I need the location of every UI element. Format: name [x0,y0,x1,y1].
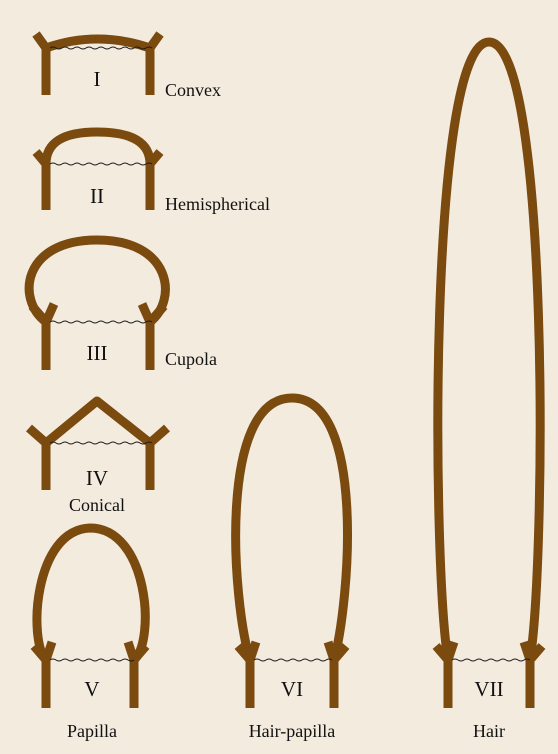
shape-conical: IV Conical [29,401,167,515]
shape-hair-papilla: VI Hair-papilla [236,398,348,741]
papilla-baseline [50,659,134,661]
cupola-numeral: III [87,341,108,365]
hair-numeral: VII [474,677,503,701]
conical-baseline [50,442,152,444]
shape-hair: VII Hair [436,42,542,741]
hemispherical-numeral: II [90,184,104,208]
convex-left-tick [36,34,46,48]
shape-hemispherical: II Hemispherical [36,132,270,214]
cupola-left-arrow [32,304,54,322]
cupola-baseline [50,321,152,323]
cupola-right-arrow [142,304,164,322]
conical-right-tick [150,428,167,443]
hair-papilla-numeral: VI [281,677,303,701]
hemispherical-name: Hemispherical [165,194,270,214]
conical-left-tick [29,428,46,443]
hair-name: Hair [473,721,505,741]
conical-name: Conical [69,495,125,515]
convex-name: Convex [165,80,221,100]
cupola-name: Cupola [165,349,217,369]
hair-baseline [452,659,530,661]
hair-papilla-baseline [254,659,332,661]
papilla-name: Papilla [67,721,117,741]
hemispherical-baseline [50,163,152,165]
hair-papilla-name: Hair-papilla [249,721,336,741]
papilla-right-arrow [128,642,146,660]
hair-outline [438,42,540,708]
conical-numeral: IV [86,466,108,490]
shape-papilla: V Papilla [34,528,146,741]
convex-right-tick [150,34,160,48]
shape-convex: I Convex [36,34,221,100]
shape-cupola: III Cupola [29,240,217,370]
convex-numeral: I [94,67,101,91]
papilla-numeral: V [84,677,99,701]
